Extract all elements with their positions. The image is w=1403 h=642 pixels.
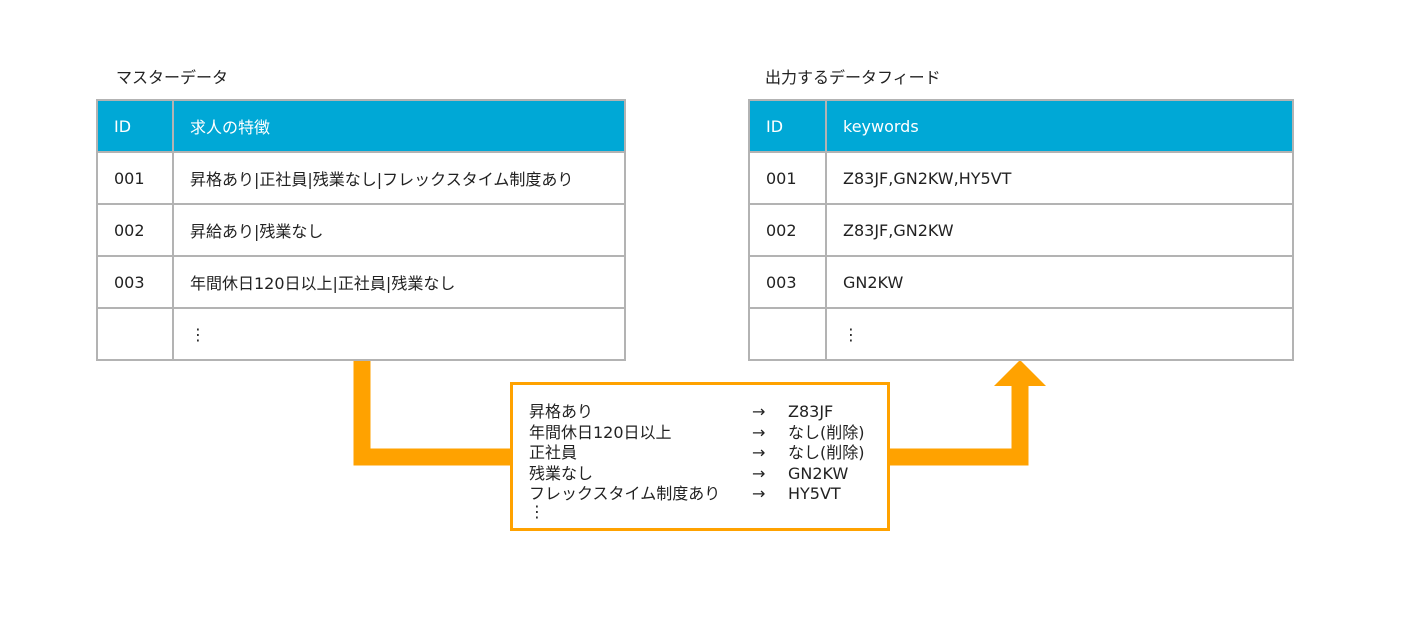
mapping-row: 年間休日120日以上 → なし(削除): [529, 423, 887, 444]
cell-id: 001: [96, 151, 174, 205]
cell-id: [748, 307, 827, 361]
table-row: 002 昇給あり|残業なし: [96, 203, 626, 257]
mapping-row: 残業なし → GN2KW: [529, 464, 887, 485]
cell-features: ⋮: [172, 307, 626, 361]
feed-table-caption: 出力するデータフィード: [765, 68, 941, 87]
column-header-id: ID: [748, 99, 827, 153]
right-arrow-icon: →: [752, 443, 766, 462]
mapping-target: Z83JF: [788, 402, 834, 421]
column-header-keywords: keywords: [825, 99, 1294, 153]
cell-keywords: Z83JF,GN2KW: [825, 203, 1294, 257]
cell-keywords: ⋮: [825, 307, 1294, 361]
mapping-source: 年間休日120日以上: [529, 422, 672, 442]
cell-id: 003: [748, 255, 827, 309]
master-table: ID 求人の特徴 001 昇格あり|正社員|残業なし|フレックスタイム制度あり …: [96, 99, 626, 361]
right-arrow-icon: →: [752, 422, 766, 442]
table-row: ⋮: [96, 307, 626, 361]
cell-id: [96, 307, 174, 361]
flow-arrowhead: [994, 360, 1046, 386]
right-arrow-icon: →: [752, 463, 766, 483]
mapping-source: 残業なし: [529, 463, 594, 483]
mapping-row: 正社員 → なし(削除): [529, 443, 887, 464]
table-row: 002 Z83JF,GN2KW: [748, 203, 1294, 257]
mapping-target: なし(削除): [788, 422, 865, 442]
table-row: ⋮: [748, 307, 1294, 361]
mapping-row: 昇格あり → Z83JF: [529, 402, 887, 423]
cell-features: 昇給あり|残業なし: [172, 203, 626, 257]
master-table-caption: マスターデータ: [116, 68, 229, 87]
mapping-source: フレックスタイム制度あり: [529, 484, 721, 503]
cell-id: 002: [96, 203, 174, 257]
table-header-row: ID 求人の特徴: [96, 99, 626, 153]
column-header-features: 求人の特徴: [172, 99, 626, 153]
cell-id: 002: [748, 203, 827, 257]
cell-id: 001: [748, 151, 827, 205]
mapping-row: フレックスタイム制度あり → HY5VT: [529, 484, 887, 505]
right-arrow-icon: →: [752, 402, 766, 421]
mapping-ellipsis: ⋮: [529, 501, 545, 521]
mapping-box: 昇格あり → Z83JF 年間休日120日以上 → なし(削除) 正社員 → な…: [510, 382, 890, 531]
table-row: 003 年間休日120日以上|正社員|残業なし: [96, 255, 626, 309]
cell-keywords: Z83JF,GN2KW,HY5VT: [825, 151, 1294, 205]
cell-id: 003: [96, 255, 174, 309]
mapping-target: GN2KW: [788, 463, 849, 483]
mapping-target: HY5VT: [788, 484, 841, 503]
feed-table: ID keywords 001 Z83JF,GN2KW,HY5VT 002 Z8…: [748, 99, 1294, 361]
flow-arrow-path: [353, 358, 1029, 466]
cell-keywords: GN2KW: [825, 255, 1294, 309]
column-header-id: ID: [96, 99, 174, 153]
table-row: 003 GN2KW: [748, 255, 1294, 309]
cell-features: 年間休日120日以上|正社員|残業なし: [172, 255, 626, 309]
right-arrow-icon: →: [752, 484, 766, 503]
mapping-source: 正社員: [529, 443, 578, 462]
mapping-target: なし(削除): [788, 443, 865, 462]
cell-features: 昇格あり|正社員|残業なし|フレックスタイム制度あり: [172, 151, 626, 205]
table-header-row: ID keywords: [748, 99, 1294, 153]
table-row: 001 Z83JF,GN2KW,HY5VT: [748, 151, 1294, 205]
mapping-source: 昇格あり: [529, 402, 594, 421]
table-row: 001 昇格あり|正社員|残業なし|フレックスタイム制度あり: [96, 151, 626, 205]
